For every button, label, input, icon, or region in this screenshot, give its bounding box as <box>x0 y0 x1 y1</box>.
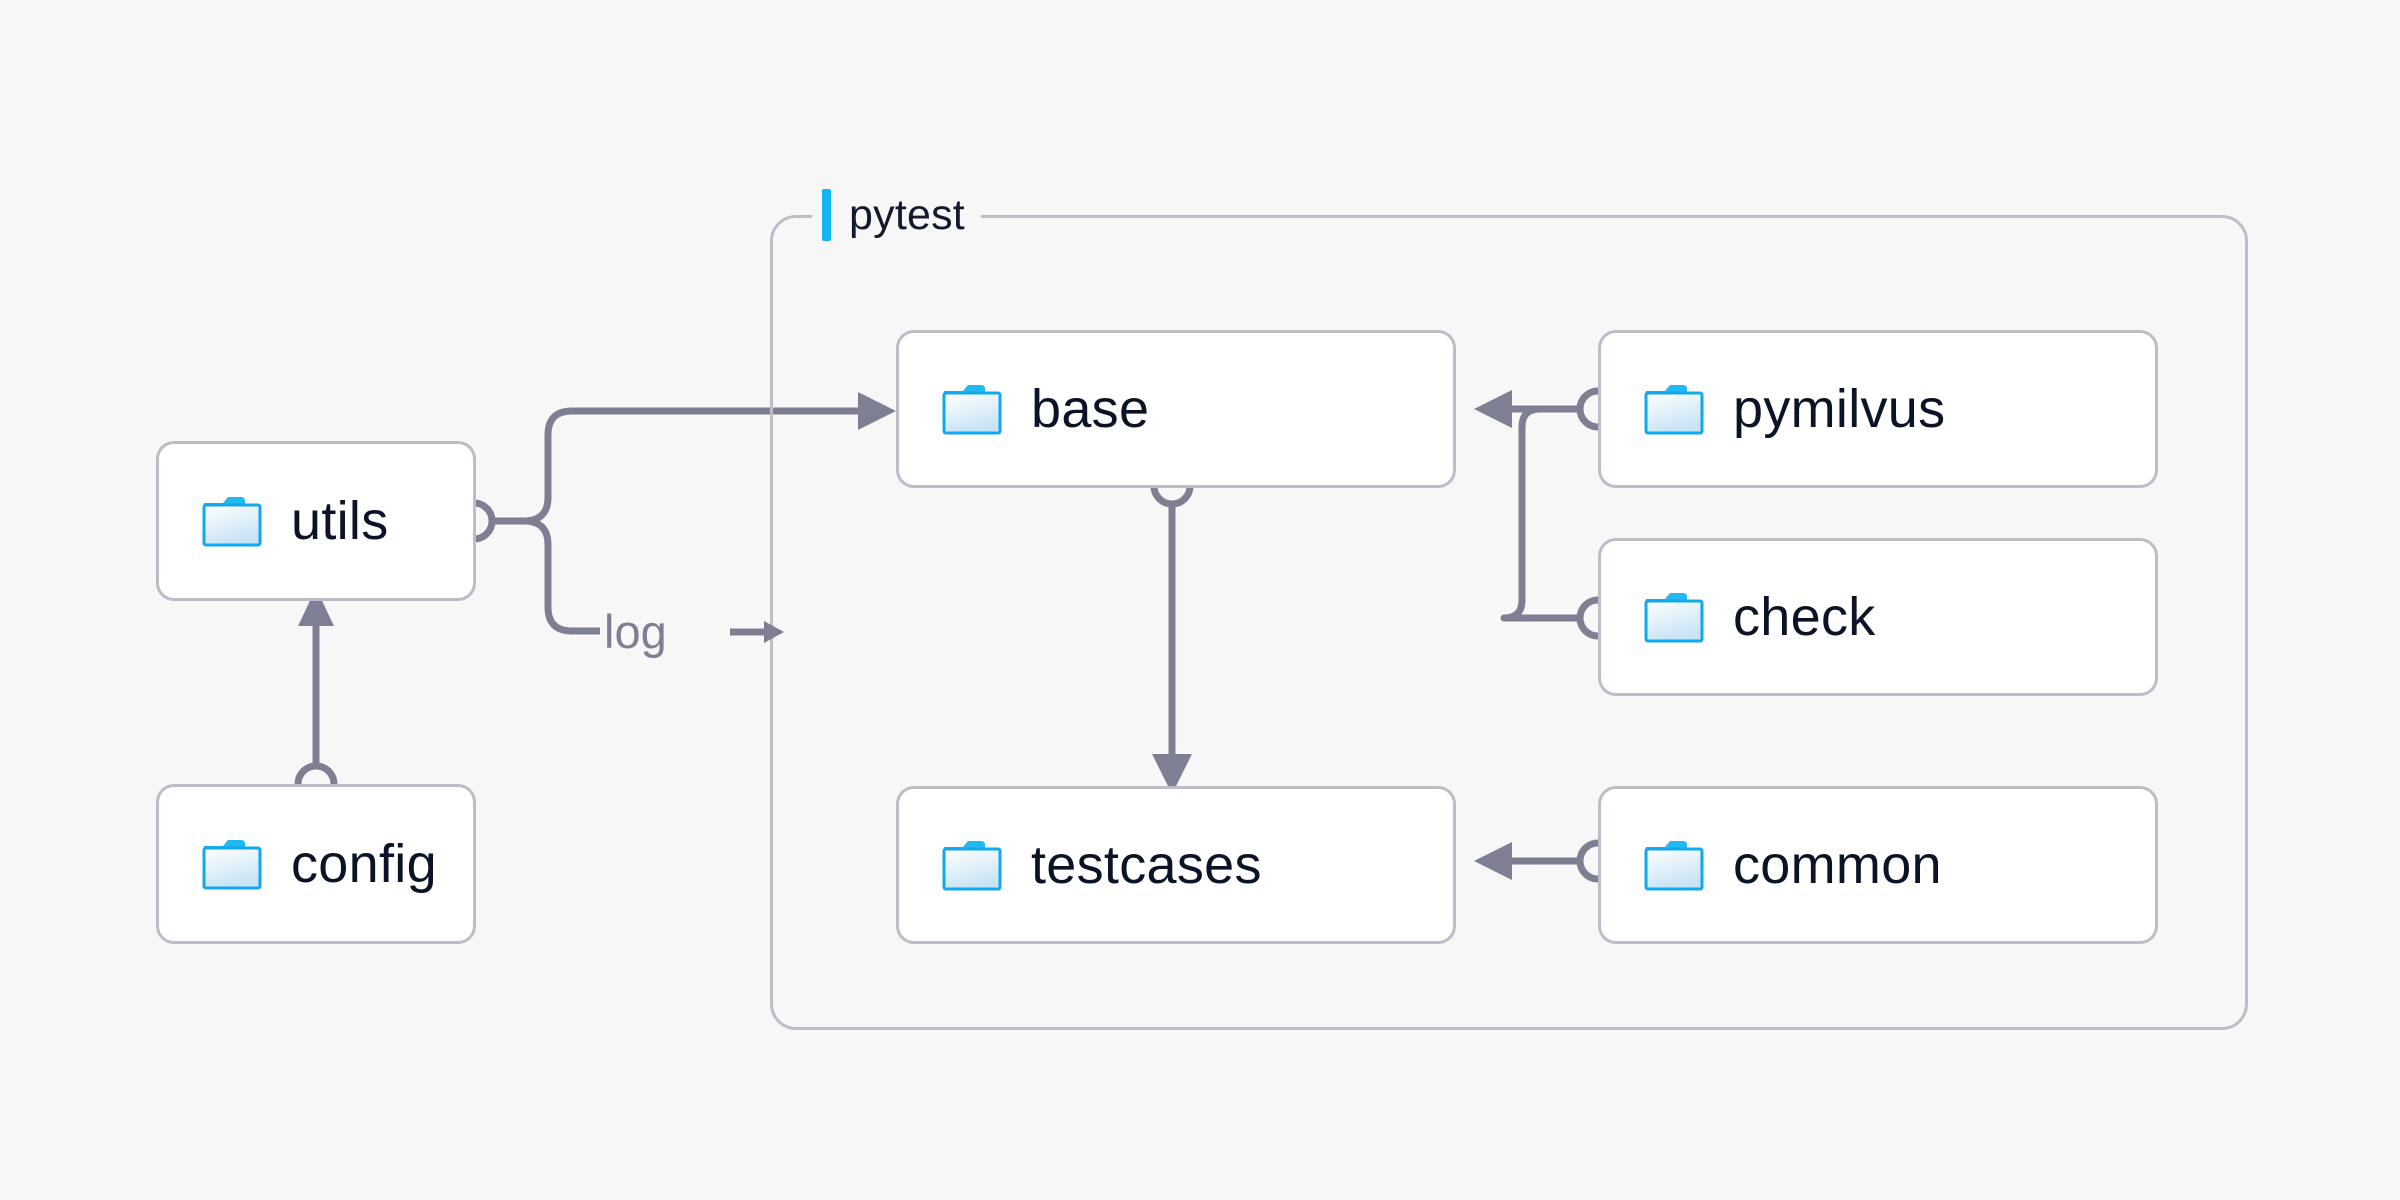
node-testcases[interactable]: testcases <box>896 786 1456 944</box>
group-pytest-label: pytest <box>812 189 981 241</box>
folder-icon <box>1644 593 1704 643</box>
folder-icon <box>1644 841 1704 891</box>
folder-icon <box>202 840 262 890</box>
node-pymilvus-label: pymilvus <box>1733 379 1946 439</box>
node-base[interactable]: base <box>896 330 1456 488</box>
node-utils[interactable]: utils <box>156 441 476 601</box>
node-common-label: common <box>1733 835 1942 895</box>
folder-icon <box>1644 385 1704 435</box>
edge-config-utils <box>294 588 338 806</box>
group-pytest <box>770 215 2248 1030</box>
node-config[interactable]: config <box>156 784 476 944</box>
node-pymilvus[interactable]: pymilvus <box>1598 330 2158 488</box>
folder-icon <box>942 841 1002 891</box>
folder-icon <box>202 497 262 547</box>
node-common[interactable]: common <box>1598 786 2158 944</box>
node-base-label: base <box>1031 379 1150 439</box>
folder-icon <box>942 385 1002 435</box>
group-accent-bar <box>822 189 831 241</box>
node-config-label: config <box>291 834 437 894</box>
edge-label-log: log <box>604 605 667 658</box>
edge-label-log-arrow-icon <box>730 621 784 643</box>
node-testcases-label: testcases <box>1031 835 1262 895</box>
group-title-text: pytest <box>849 190 965 239</box>
node-utils-label: utils <box>291 491 389 551</box>
node-check-label: check <box>1733 587 1876 647</box>
node-check[interactable]: check <box>1598 538 2158 696</box>
edge-utils-log <box>494 517 600 635</box>
